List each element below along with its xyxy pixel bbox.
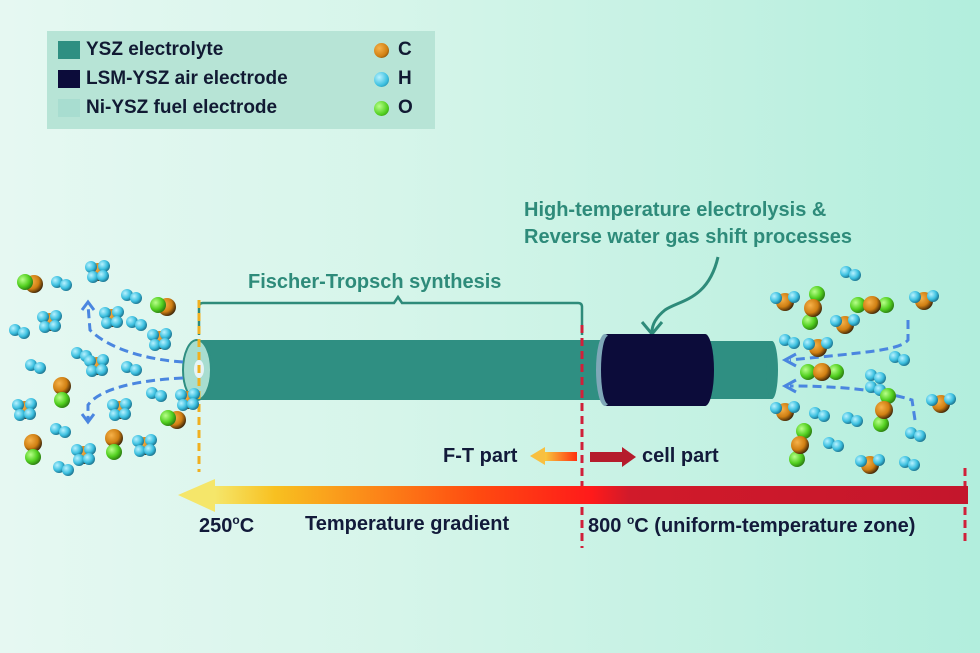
flow-arrow-left-down <box>86 376 184 420</box>
high-temp-label-line2: Reverse water gas shift processes <box>524 226 852 248</box>
legend-item-ysz-electrolyte: YSZ electrolyte <box>47 36 223 64</box>
h2o-molecule <box>926 393 956 413</box>
co2-molecule <box>800 363 844 381</box>
oxygen-atom-icon <box>374 100 389 116</box>
h2o-molecule <box>770 291 800 311</box>
ch4-molecule <box>12 398 37 421</box>
legend-atom-hydrogen: H <box>374 65 412 93</box>
low-temperature-label: 250o°CC <box>199 513 255 537</box>
fischer-tropsch-label: Fischer-Tropsch synthesis <box>248 271 502 293</box>
high-temperature-label: 800 oC (uniform-temperature zone) <box>588 513 916 537</box>
swatch-ni-ysz-fuel-electrode <box>58 99 80 117</box>
high-temperature-value: 800 <box>588 515 622 537</box>
ch4-molecule <box>99 306 124 329</box>
legend-atom-oxygen: O <box>374 94 413 122</box>
h2-molecule <box>146 387 167 402</box>
uniform-zone-label: (uniform-temperature zone) <box>648 515 916 537</box>
co-molecule <box>53 377 71 408</box>
co-molecule <box>105 429 123 460</box>
co2-molecule <box>789 423 812 467</box>
ft-part-arrow <box>530 447 545 465</box>
legend-label: YSZ electrolyte <box>86 39 224 60</box>
co2-molecule <box>850 296 894 314</box>
h2o-molecule <box>855 454 885 474</box>
co2-molecule <box>873 388 896 432</box>
legend-item-ni-ysz-fuel-electrode: Ni-YSZ fuel electrode <box>47 94 277 122</box>
flow-arrow-left-up <box>86 304 184 364</box>
h2-molecule <box>25 359 46 374</box>
ft-part-label: F-T part <box>443 445 518 467</box>
legend-item-lsm-ysz-air-electrode: LSM-YSZ air electrode <box>47 65 288 93</box>
h2-molecule <box>9 324 30 339</box>
temperature-arrowhead <box>178 479 215 512</box>
ch4-molecule <box>37 310 62 333</box>
h2-molecule <box>899 456 920 471</box>
temperature-gradient-label: Temperature gradient <box>305 513 510 535</box>
h2-molecule <box>905 427 926 442</box>
h2-molecule <box>889 351 910 366</box>
ch4-molecule <box>175 388 200 411</box>
h2o-molecule <box>803 337 833 357</box>
h2-molecule <box>840 266 861 281</box>
h2-molecule <box>50 423 71 438</box>
flow-arrow-right-upper <box>789 320 910 362</box>
h2o-molecule <box>830 314 860 334</box>
h2-molecule <box>779 334 800 349</box>
h2-molecule <box>126 316 147 331</box>
molecule-cloud <box>9 260 956 476</box>
ch4-molecule <box>84 354 109 377</box>
legend-atom-carbon: C <box>374 36 412 64</box>
atom-label: O <box>398 97 413 118</box>
h2-molecule <box>121 361 142 376</box>
co-molecule <box>17 274 43 293</box>
h2o-molecule <box>909 290 939 310</box>
temperature-gradient-bar <box>215 486 968 504</box>
hydrogen-atom-icon <box>374 71 389 87</box>
pointer-arrow <box>650 256 720 333</box>
atom-label: C <box>398 39 412 60</box>
cell-part-arrow <box>622 447 636 467</box>
carbon-atom-icon <box>374 42 389 58</box>
h2-molecule <box>809 407 830 422</box>
ch4-molecule <box>85 260 110 283</box>
legend-label: LSM-YSZ air electrode <box>86 68 288 89</box>
co-molecule <box>24 434 42 465</box>
swatch-lsm-ysz-air-electrode <box>58 70 80 88</box>
flow-arrow-right-lower <box>789 384 917 421</box>
tube-right-end <box>766 341 778 399</box>
air-electrode <box>605 334 705 406</box>
h2o-molecule <box>770 401 800 421</box>
ch4-molecule <box>147 328 172 351</box>
high-temp-label-line1: High-temperature electrolysis & <box>524 199 827 221</box>
h2-molecule <box>121 289 142 304</box>
ch4-molecule <box>71 443 96 466</box>
h2-molecule <box>53 461 74 476</box>
ch4-molecule <box>132 434 157 457</box>
air-electrode-right <box>696 334 714 406</box>
ft-bracket <box>197 294 584 335</box>
ch4-molecule <box>107 398 132 421</box>
legend-label: Ni-YSZ fuel electrode <box>86 97 278 118</box>
atom-label: H <box>398 68 412 89</box>
co-molecule <box>150 297 176 316</box>
co2-molecule <box>802 286 825 330</box>
low-temperature-value: 250 <box>199 515 233 537</box>
ysz-tube <box>197 340 607 400</box>
h2-molecule <box>865 369 886 384</box>
cell-part-label: cell part <box>642 445 719 467</box>
co-molecule <box>160 410 186 429</box>
swatch-ysz-electrolyte <box>58 41 80 59</box>
legend: YSZ electrolyte LSM-YSZ air electrode Ni… <box>47 31 435 129</box>
h2-molecule <box>823 437 844 452</box>
h2-molecule <box>51 276 72 291</box>
h2-molecule <box>842 412 863 427</box>
